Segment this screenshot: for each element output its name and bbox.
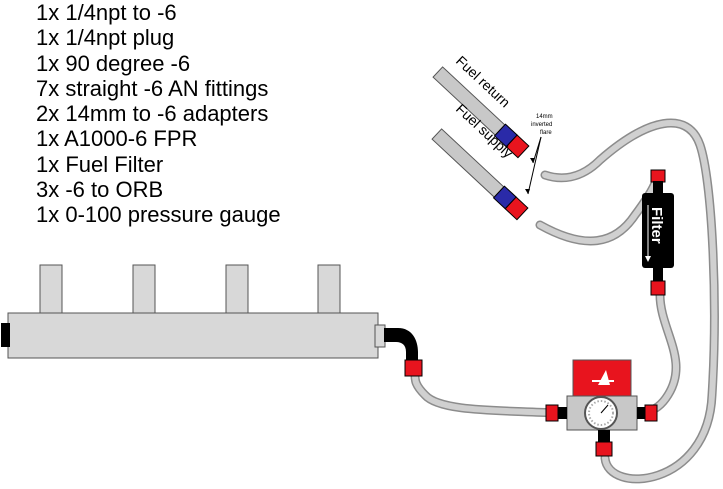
rail-outlet — [374, 324, 386, 348]
90-degree-fitting — [384, 328, 418, 362]
hoses — [410, 118, 719, 484]
flare-label-line3: flare — [540, 130, 552, 136]
parts-list-item: 1x 1/4npt to -6 — [36, 0, 177, 25]
filter-neck — [653, 181, 663, 193]
pointer-arrow — [527, 136, 542, 195]
filter-neck — [653, 267, 663, 281]
red-fitting — [404, 359, 423, 377]
rail-body — [7, 312, 379, 359]
fpr-port-right — [637, 407, 647, 419]
filter-label: Filter — [648, 207, 665, 244]
gauge-needle — [600, 404, 609, 414]
red-fitting — [650, 169, 666, 183]
parts-list-item: 3x -6 to ORB — [36, 177, 164, 203]
fuel-rail — [1, 264, 423, 377]
parts-list-item: 7x straight -6 AN fittings — [36, 75, 269, 101]
rail-plug — [1, 323, 10, 347]
parts-list-item: 1x 1/4npt plug — [36, 25, 175, 51]
parts-list-item: 1x Fuel Filter — [36, 151, 164, 177]
injector-port — [39, 264, 63, 316]
fuel-pressure-regulator — [545, 359, 658, 457]
parts-list: 1x 1/4npt to -6 1x 1/4npt plug 1x 90 deg… — [36, 0, 281, 228]
red-fitting — [650, 280, 666, 296]
parts-list-item: 1x 90 degree -6 — [36, 50, 191, 76]
red-fitting — [644, 404, 658, 422]
fpr-port-left — [557, 407, 567, 419]
parts-list-item: 2x 14mm to -6 adapters — [36, 101, 269, 127]
fuel-lines: Fuel return Fuel supply — [431, 52, 530, 221]
filter-body — [642, 193, 674, 268]
injector-port — [132, 264, 156, 316]
injector-port — [225, 264, 249, 316]
flare-label-line1: 14mm — [536, 114, 553, 120]
flare-label-line2: inverted — [531, 122, 552, 128]
red-fitting — [504, 196, 529, 221]
red-fitting — [505, 134, 530, 159]
parts-list-item: 1x 0-100 pressure gauge — [36, 202, 281, 228]
fpr-port-bottom — [598, 430, 610, 442]
aeromotive-logo — [592, 370, 614, 385]
parts-list-item: 1x A1000-6 FPR — [36, 126, 198, 152]
injector-port — [317, 264, 341, 316]
fuel-filter: Filter — [642, 169, 674, 296]
red-fitting — [545, 404, 559, 422]
red-fitting — [595, 441, 613, 457]
flare-annotation: 14mm inverted flare — [525, 114, 553, 195]
